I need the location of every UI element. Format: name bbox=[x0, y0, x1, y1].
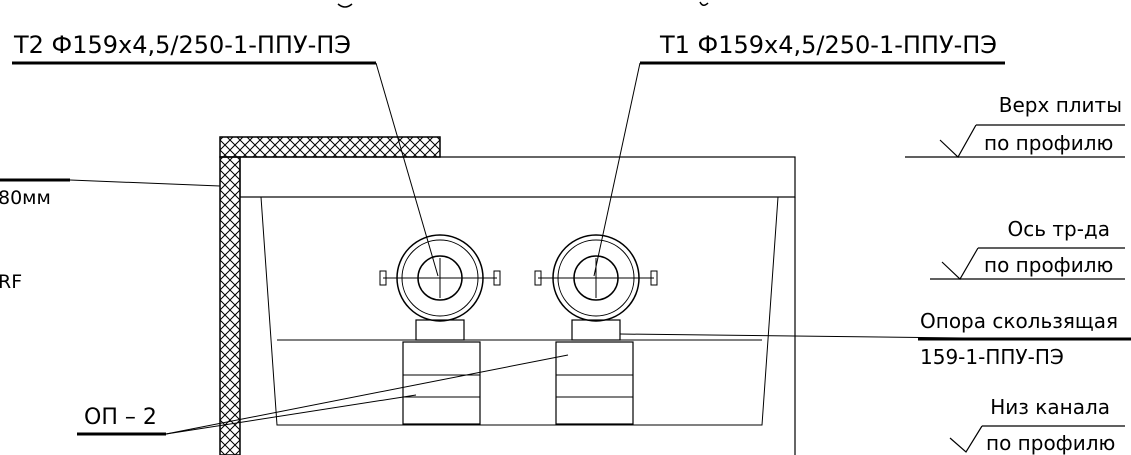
level-mark-top bbox=[905, 124, 1125, 158]
cropped-title-fragment bbox=[337, 1, 709, 8]
leader-t1 bbox=[593, 61, 1005, 277]
leader-support-op2 bbox=[77, 354, 569, 436]
level-mark-bottom bbox=[949, 425, 1125, 453]
label-t2-pipe: Т2 Ф159х4,5/250-1-ППУ-ПЭ bbox=[13, 31, 351, 59]
pipe-t2 bbox=[379, 234, 501, 341]
channel-outline bbox=[239, 156, 796, 455]
leader-t2 bbox=[12, 61, 439, 277]
label-sliding-support-sub: 159-1-ППУ-ПЭ bbox=[920, 345, 1064, 369]
pipe-t1 bbox=[534, 234, 658, 341]
label-left-partial-1: 80мм bbox=[0, 187, 51, 209]
support-block-right bbox=[555, 341, 634, 425]
label-support-op2: ОП – 2 bbox=[84, 405, 157, 430]
support-block-left bbox=[402, 341, 481, 425]
label-level-top-title: Верх плиты bbox=[999, 93, 1122, 117]
hatched-wall bbox=[219, 136, 441, 455]
leader-left-partial bbox=[0, 178, 221, 187]
label-level-top-sub: по профилю bbox=[984, 131, 1113, 155]
label-t1-pipe: Т1 Ф159х4,5/250-1-ППУ-ПЭ bbox=[659, 31, 997, 59]
label-level-axis-title: Ось тр-да bbox=[1007, 217, 1110, 241]
label-level-axis-sub: по профилю bbox=[984, 253, 1113, 277]
label-sliding-support-title: Опора скользящая bbox=[920, 309, 1118, 333]
label-left-partial-2: RF bbox=[0, 271, 22, 293]
leader-sliding-support bbox=[619, 333, 1131, 341]
label-level-bottom-title: Низ канала bbox=[990, 395, 1110, 419]
label-level-bottom-sub: по профилю bbox=[986, 431, 1115, 455]
level-mark-axis bbox=[930, 247, 1125, 280]
